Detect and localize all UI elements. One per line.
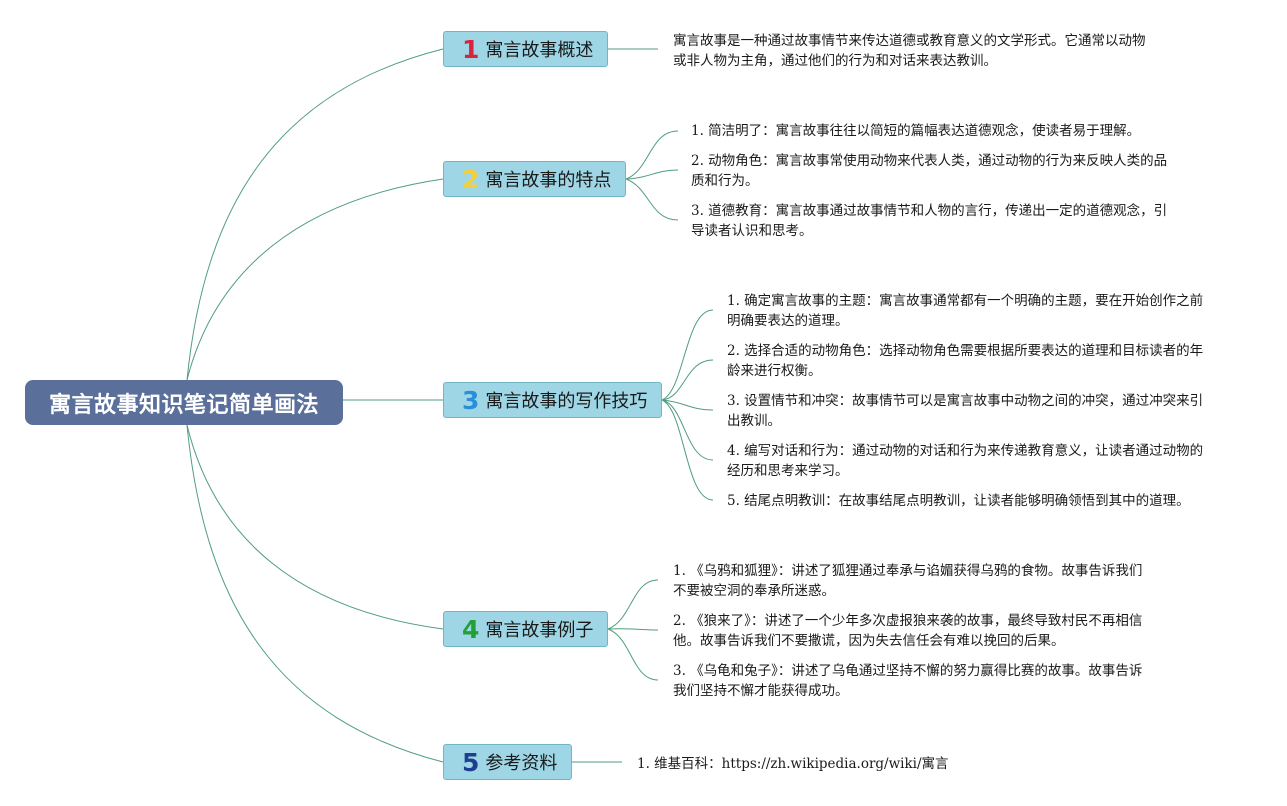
root-link-2 [186, 178, 444, 381]
leaf-1-1: 寓言故事是一种通过故事情节来传达道德或教育意义的文学形式。它通常以动物 或非人物… [673, 31, 1193, 71]
leaf-1-1-line-1: 寓言故事是一种通过故事情节来传达道德或教育意义的文学形式。它通常以动物 [673, 33, 1146, 49]
leaf-3-4: 4. 编写对话和行为：通过动物的对话和行为来传递教育意义，让读者通过动物的 经历… [727, 441, 1267, 481]
leaf-link-3-3 [661, 399, 714, 411]
leaf-3-3: 3. 设置情节和冲突：故事情节可以是寓言故事中动物之间的冲突，通过冲突来引 出教… [727, 391, 1267, 431]
leaf-4-1: 1. 《乌鸦和狐狸》：讲述了狐狸通过奉承与谄媚获得乌鸦的食物。故事告诉我们 不要… [673, 561, 1193, 601]
leaf-2-2: 2. 动物角色：寓言故事常使用动物来代表人类，通过动物的行为来反映人类的品 质和… [691, 151, 1211, 191]
leaf-link-2-2 [625, 169, 679, 180]
leaf-link-4-3 [607, 628, 659, 681]
leaf-4-1-line-1: 1. 《乌鸦和狐狸》：讲述了狐狸通过奉承与谄媚获得乌鸦的食物。故事告诉我们 [673, 563, 1143, 579]
leaf-3-3-line-1: 3. 设置情节和冲突：故事情节可以是寓言故事中动物之间的冲突，通过冲突来引 [727, 393, 1204, 409]
leaf-link-2-1 [625, 130, 679, 180]
leaf-2-3-line-2: 导读者认识和思考。 [691, 223, 813, 239]
leaf-2-2-line-1: 2. 动物角色：寓言故事常使用动物来代表人类，通过动物的行为来反映人类的品 [691, 153, 1168, 169]
leaf-3-1-line-2: 明确要表达的道理。 [727, 313, 849, 329]
leaf-3-5: 5. 结尾点明教训：在故事结尾点明教训，让读者能够明确领悟到其中的道理。 [727, 491, 1267, 511]
root-node[interactable]: 寓言故事知识笔记简单画法 [25, 380, 343, 425]
leaf-3-2: 2. 选择合适的动物角色：选择动物角色需要根据所要表达的道理和目标读者的年 龄来… [727, 341, 1267, 381]
leaf-4-3-line-1: 3. 《乌龟和兔子》：讲述了乌龟通过坚持不懈的努力赢得比赛的故事。故事告诉 [673, 663, 1143, 679]
leaf-3-2-line-2: 龄来进行权衡。 [727, 363, 822, 379]
leaf-4-3: 3. 《乌龟和兔子》：讲述了乌龟通过坚持不懈的努力赢得比赛的故事。故事告诉 我们… [673, 661, 1193, 701]
leaf-5-1-line-1: 1. 维基百科：https://zh.wikipedia.org/wiki/寓言 [637, 756, 949, 772]
branch-node-2[interactable]: 2 寓言故事的特点 [443, 161, 626, 197]
root-title: 寓言故事知识笔记简单画法 [48, 392, 319, 418]
leaf-2-3: 3. 道德教育：寓言故事通过故事情节和人物的言行，传递出一定的道德观念，引 导读… [691, 201, 1211, 241]
leaf-3-3-line-2: 出教训。 [727, 413, 781, 429]
leaf-5-1: 1. 维基百科：https://zh.wikipedia.org/wiki/寓言 [637, 754, 1157, 774]
branch-node-4[interactable]: 4 寓言故事例子 [443, 611, 608, 647]
leaf-2-3-line-1: 3. 道德教育：寓言故事通过故事情节和人物的言行，传递出一定的道德观念，引 [691, 203, 1168, 219]
branch-title-2: 寓言故事的特点 [485, 170, 612, 191]
leaf-3-4-line-2: 经历和思考来学习。 [727, 463, 849, 479]
leaf-link-3-1 [661, 309, 714, 401]
leaf-2-1: 1. 简洁明了：寓言故事往往以简短的篇幅表达道德观念，使读者易于理解。 [691, 121, 1211, 141]
leaf-3-1: 1. 确定寓言故事的主题：寓言故事通常都有一个明确的主题，要在开始创作之前 明确… [727, 291, 1267, 331]
leaf-link-3-2 [661, 359, 714, 401]
leaf-link-4-2 [607, 628, 659, 631]
leaf-3-5-line-1: 5. 结尾点明教训：在故事结尾点明教训，让读者能够明确领悟到其中的道理。 [727, 493, 1190, 509]
leaf-4-3-line-2: 我们坚持不懈才能获得成功。 [673, 683, 849, 699]
leaf-2-1-line-1: 1. 简洁明了：寓言故事往往以简短的篇幅表达道德观念，使读者易于理解。 [691, 123, 1141, 139]
branch-number-3: 3 [462, 385, 480, 415]
branch-title-4: 寓言故事例子 [485, 620, 594, 641]
leaf-4-2-line-2: 他。故事告诉我们不要撒谎，因为失去信任会有难以挽回的后果。 [673, 633, 1065, 649]
leaf-3-2-line-1: 2. 选择合适的动物角色：选择动物角色需要根据所要表达的道理和目标读者的年 [727, 343, 1204, 359]
leaf-4-1-line-2: 不要被空洞的奉承所迷惑。 [673, 583, 835, 599]
leaf-3-1-line-1: 1. 确定寓言故事的主题：寓言故事通常都有一个明确的主题，要在开始创作之前 [727, 293, 1204, 309]
branch-number-2: 2 [462, 164, 480, 194]
root-link-4 [186, 424, 444, 630]
leaf-link-2-3 [625, 178, 679, 221]
branch-title-1: 寓言故事概述 [485, 40, 594, 61]
branch-number-5: 5 [462, 747, 480, 777]
leaf-link-4-1 [607, 579, 659, 630]
leaf-2-2-line-2: 质和行为。 [691, 173, 759, 189]
leaf-link-3-4 [661, 399, 714, 461]
branch-node-3[interactable]: 3 寓言故事的写作技巧 [443, 382, 662, 418]
branch-number-4: 4 [462, 614, 480, 644]
branch-node-1[interactable]: 1 寓言故事概述 [443, 31, 608, 67]
leaf-link-3-5 [661, 399, 714, 501]
branch-title-5: 参考资料 [485, 753, 558, 774]
leaf-1-1-line-2: 或非人物为主角，通过他们的行为和对话来表达教训。 [673, 53, 997, 69]
branch-title-3: 寓言故事的写作技巧 [485, 391, 648, 412]
leaf-4-2: 2. 《狼来了》：讲述了一个少年多次虚报狼来袭的故事，最终导致村民不再相信 他。… [673, 611, 1193, 651]
root-link-1 [186, 48, 444, 381]
leaf-4-2-line-1: 2. 《狼来了》：讲述了一个少年多次虚报狼来袭的故事，最终导致村民不再相信 [673, 613, 1143, 629]
branch-number-1: 1 [462, 34, 480, 64]
leaf-3-4-line-1: 4. 编写对话和行为：通过动物的对话和行为来传递教育意义，让读者通过动物的 [727, 443, 1204, 459]
root-link-5 [186, 424, 444, 763]
branch-node-5[interactable]: 5 参考资料 [443, 744, 572, 780]
